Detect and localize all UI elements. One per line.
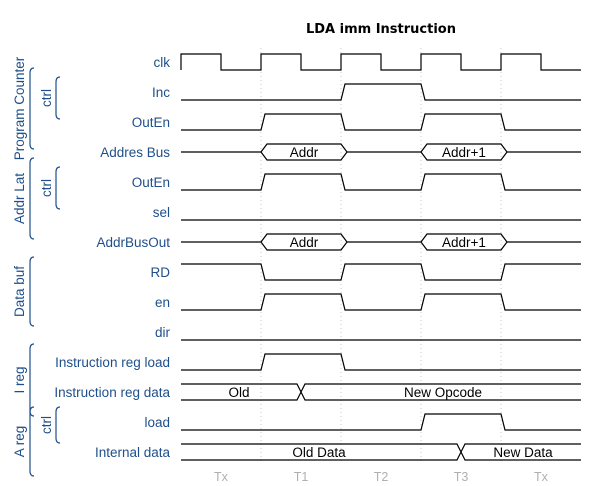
- data-value-label: New Data: [493, 445, 553, 460]
- bus-value-label: Addr+1: [442, 235, 486, 250]
- group-bracket-addr-lat: [29, 157, 35, 240]
- signal-label-outen: OutEn: [132, 175, 170, 190]
- ctrl-label: ctrl: [39, 179, 54, 197]
- signal-label-instruction-reg-data: Instruction reg data: [54, 385, 170, 400]
- phase-label: Tx: [214, 470, 229, 484]
- signal-label-instruction-reg-load: Instruction reg load: [55, 355, 170, 370]
- ctrl-bracket: [55, 406, 61, 444]
- signal-label-sel: sel: [153, 205, 170, 220]
- signal-label-load: load: [144, 415, 170, 430]
- waveform-rd: [181, 263, 581, 281]
- signal-label-en: en: [155, 295, 170, 310]
- bus-value-label: Addr+1: [442, 145, 486, 160]
- signal-label-dir: dir: [155, 325, 171, 340]
- waveform-outen: [181, 173, 581, 191]
- waveform-outen: [181, 113, 581, 131]
- ctrl-label: ctrl: [39, 89, 54, 107]
- phase-labels: Tx T1 T2 T3 Tx: [214, 470, 549, 484]
- data-value-label: Old Data: [292, 445, 346, 460]
- data-segment: [460, 443, 581, 461]
- bus-value-label: Addr: [290, 145, 319, 160]
- group-label-i-reg: I reg: [12, 366, 27, 393]
- data-value-label: Old: [228, 385, 249, 400]
- signal-label-clk: clk: [154, 55, 171, 70]
- group-label-a-reg: A reg: [12, 426, 27, 458]
- phase-grid: [260, 48, 502, 462]
- clock-waveform: [180, 53, 581, 71]
- data-value-label: New Opcode: [404, 385, 482, 400]
- group-bracket-i-reg: [29, 343, 35, 417]
- signal-label-addres-bus: Addres Bus: [100, 145, 170, 160]
- waveform-instruction-reg-load: [181, 353, 581, 371]
- phase-label: T2: [374, 470, 389, 484]
- bus-value-label: Addr: [290, 235, 319, 250]
- waveform-inc: [181, 83, 581, 101]
- group-bracket-program-counter: [29, 67, 35, 150]
- data-segment: [300, 383, 581, 401]
- ctrl-bracket: [55, 76, 61, 120]
- signal-label-rd: RD: [151, 265, 171, 280]
- phase-label: Tx: [534, 470, 549, 484]
- group-label-addr-lat: Addr Lat: [12, 173, 27, 224]
- ctrl-bracket: [55, 166, 61, 210]
- waveform-en: [181, 293, 581, 311]
- phase-label: T3: [454, 470, 469, 484]
- signal-label-addrbusout: AddrBusOut: [96, 235, 170, 250]
- signal-label-internal-data: Internal data: [95, 445, 171, 460]
- waveform-load: [181, 413, 581, 431]
- group-bracket-a-reg: [29, 406, 35, 477]
- diagram-title: LDA imm Instruction: [306, 22, 456, 37]
- signal-label-inc: Inc: [152, 85, 170, 100]
- phase-label: T1: [294, 470, 309, 484]
- group-label-program-counter: Program Counter: [12, 56, 27, 160]
- group-label-data-buf: Data buf: [12, 266, 27, 317]
- signal-label-outen: OutEn: [132, 115, 170, 130]
- group-bracket-data-buf: [29, 256, 35, 327]
- ctrl-label: ctrl: [39, 416, 54, 434]
